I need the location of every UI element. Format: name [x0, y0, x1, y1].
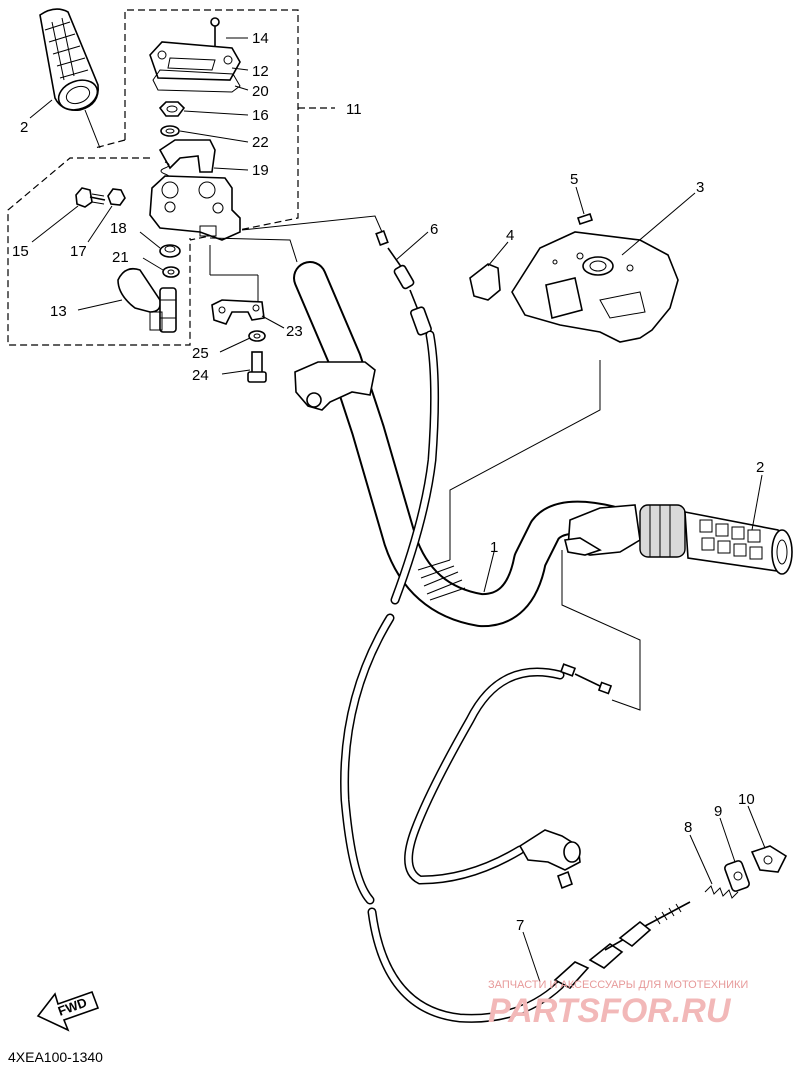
cover-leader-lines	[449, 360, 641, 711]
switch-insert-4	[469, 263, 501, 301]
lever-group-dashed-outline	[7, 157, 191, 346]
callout-22: 22	[252, 134, 269, 151]
nut-16	[158, 101, 186, 117]
callout-20: 20	[252, 83, 269, 100]
callout-13: 13	[50, 303, 67, 320]
washer-21	[162, 266, 180, 278]
callout-16: 16	[252, 107, 269, 124]
callout-15: 15	[12, 243, 29, 260]
handlebar-clamp-bracket	[294, 361, 376, 411]
callout-4: 4	[506, 227, 514, 244]
callout-10: 10	[738, 791, 755, 808]
screw-5	[576, 212, 594, 226]
throttle-lever-plate	[158, 139, 216, 173]
callout-12: 12	[252, 63, 269, 80]
spring-8	[704, 885, 739, 899]
callout-23: 23	[286, 323, 303, 340]
cable-7-end	[553, 901, 691, 990]
watermark-tagline: ЗАПЧАСТИ И АКСЕССУАРЫ ДЛЯ МОТОТЕХНИКИ	[488, 979, 748, 991]
watermark-logo: ЗАПЧАСТИ И АКСЕССУАРЫ ДЛЯ МОТОТЕХНИКИ PA…	[488, 979, 748, 1030]
callout-2-right: 2	[756, 459, 764, 476]
callout-1: 1	[490, 539, 498, 556]
throttle-lever-13	[117, 267, 177, 333]
callout-leaders	[29, 37, 766, 983]
callout-14: 14	[252, 30, 269, 47]
left-grip	[39, 8, 101, 149]
bolt-24	[247, 351, 267, 383]
diagram-part-code: 4XEA100-1340	[8, 1049, 103, 1065]
callout-18: 18	[110, 220, 127, 237]
adjuster-9	[724, 860, 750, 892]
callout-labels: 1 2 2 3 4 5 6 7 8 9 10 11 12 13 14 15 16…	[12, 30, 764, 934]
callout-9: 9	[714, 803, 722, 820]
washer-25	[248, 330, 266, 342]
callout-3: 3	[696, 179, 704, 196]
washer-18	[159, 244, 181, 258]
callout-19: 19	[252, 162, 269, 179]
screw-15	[75, 187, 106, 208]
nut-17	[107, 188, 126, 206]
callout-7: 7	[516, 917, 524, 934]
callout-6: 6	[430, 221, 438, 238]
callout-11: 11	[346, 101, 362, 118]
washer-22	[160, 125, 180, 137]
callout-17: 17	[70, 243, 87, 260]
watermark-site: PARTSFOR.RU	[488, 992, 732, 1030]
callout-21: 21	[112, 249, 129, 266]
throttle-cable-6	[340, 229, 565, 1023]
callout-24: 24	[192, 367, 209, 384]
fwd-arrow: FWD	[36, 990, 100, 1032]
locknut-10	[750, 845, 788, 873]
callout-25: 25	[192, 345, 209, 362]
callout-2-left: 2	[20, 119, 28, 136]
gasket-20	[152, 69, 241, 93]
right-throttle-tube	[564, 504, 686, 558]
callout-5: 5	[570, 171, 578, 188]
handlebar	[293, 261, 627, 628]
throttle-housing-body	[149, 175, 241, 241]
cable-elbow-connector	[518, 829, 581, 890]
right-grip	[684, 511, 793, 575]
clamp-23	[211, 299, 265, 325]
cover-12	[149, 41, 241, 81]
assembly-leader-lines	[209, 215, 383, 302]
switch-cover-3	[511, 231, 679, 343]
callout-8: 8	[684, 819, 692, 836]
switch-cable-loop	[404, 663, 613, 885]
